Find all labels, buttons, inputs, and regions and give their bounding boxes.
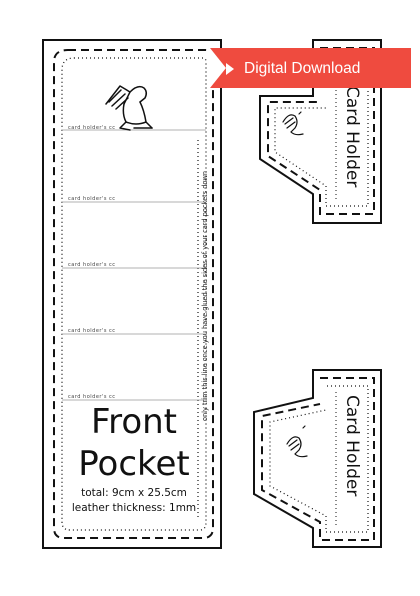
digital-download-label[interactable]: Digital Download <box>244 60 361 77</box>
card-holder-bottom-stitch-line <box>269 385 369 533</box>
slot-label: card holder's cc <box>68 262 116 268</box>
total-size: total: 9cm x 25.5cm <box>81 487 187 499</box>
front-pocket-outer-border <box>42 39 222 549</box>
slot-label: card holder's cc <box>68 328 116 334</box>
card-holder-bottom-cut-line <box>261 377 375 541</box>
leather-thickness: leather thickness: 1mm <box>71 502 197 514</box>
slot-label: card holder's cc <box>68 125 116 131</box>
small-sphinx-stamp-bottom <box>286 425 308 458</box>
card-holder-label: Card Holder <box>342 395 362 497</box>
card-holder-label: Card Holder <box>342 86 362 188</box>
banner-notch <box>210 48 226 88</box>
winged-sphinx-logo <box>105 85 153 131</box>
trim-instruction: only trim this line once you have glued … <box>201 170 209 422</box>
slot-label: card holder's cc <box>68 196 116 202</box>
digital-download-banner[interactable] <box>210 48 411 88</box>
front-pocket-title: Pocket <box>78 444 190 484</box>
small-sphinx-stamp-top <box>282 111 304 136</box>
front-pocket-title: Front <box>91 402 177 442</box>
play-arrow-icon <box>226 63 234 75</box>
slot-label: card holder's cc <box>68 394 116 400</box>
card-slot-lines <box>62 129 206 401</box>
front-pocket-stitch-line <box>61 57 207 531</box>
